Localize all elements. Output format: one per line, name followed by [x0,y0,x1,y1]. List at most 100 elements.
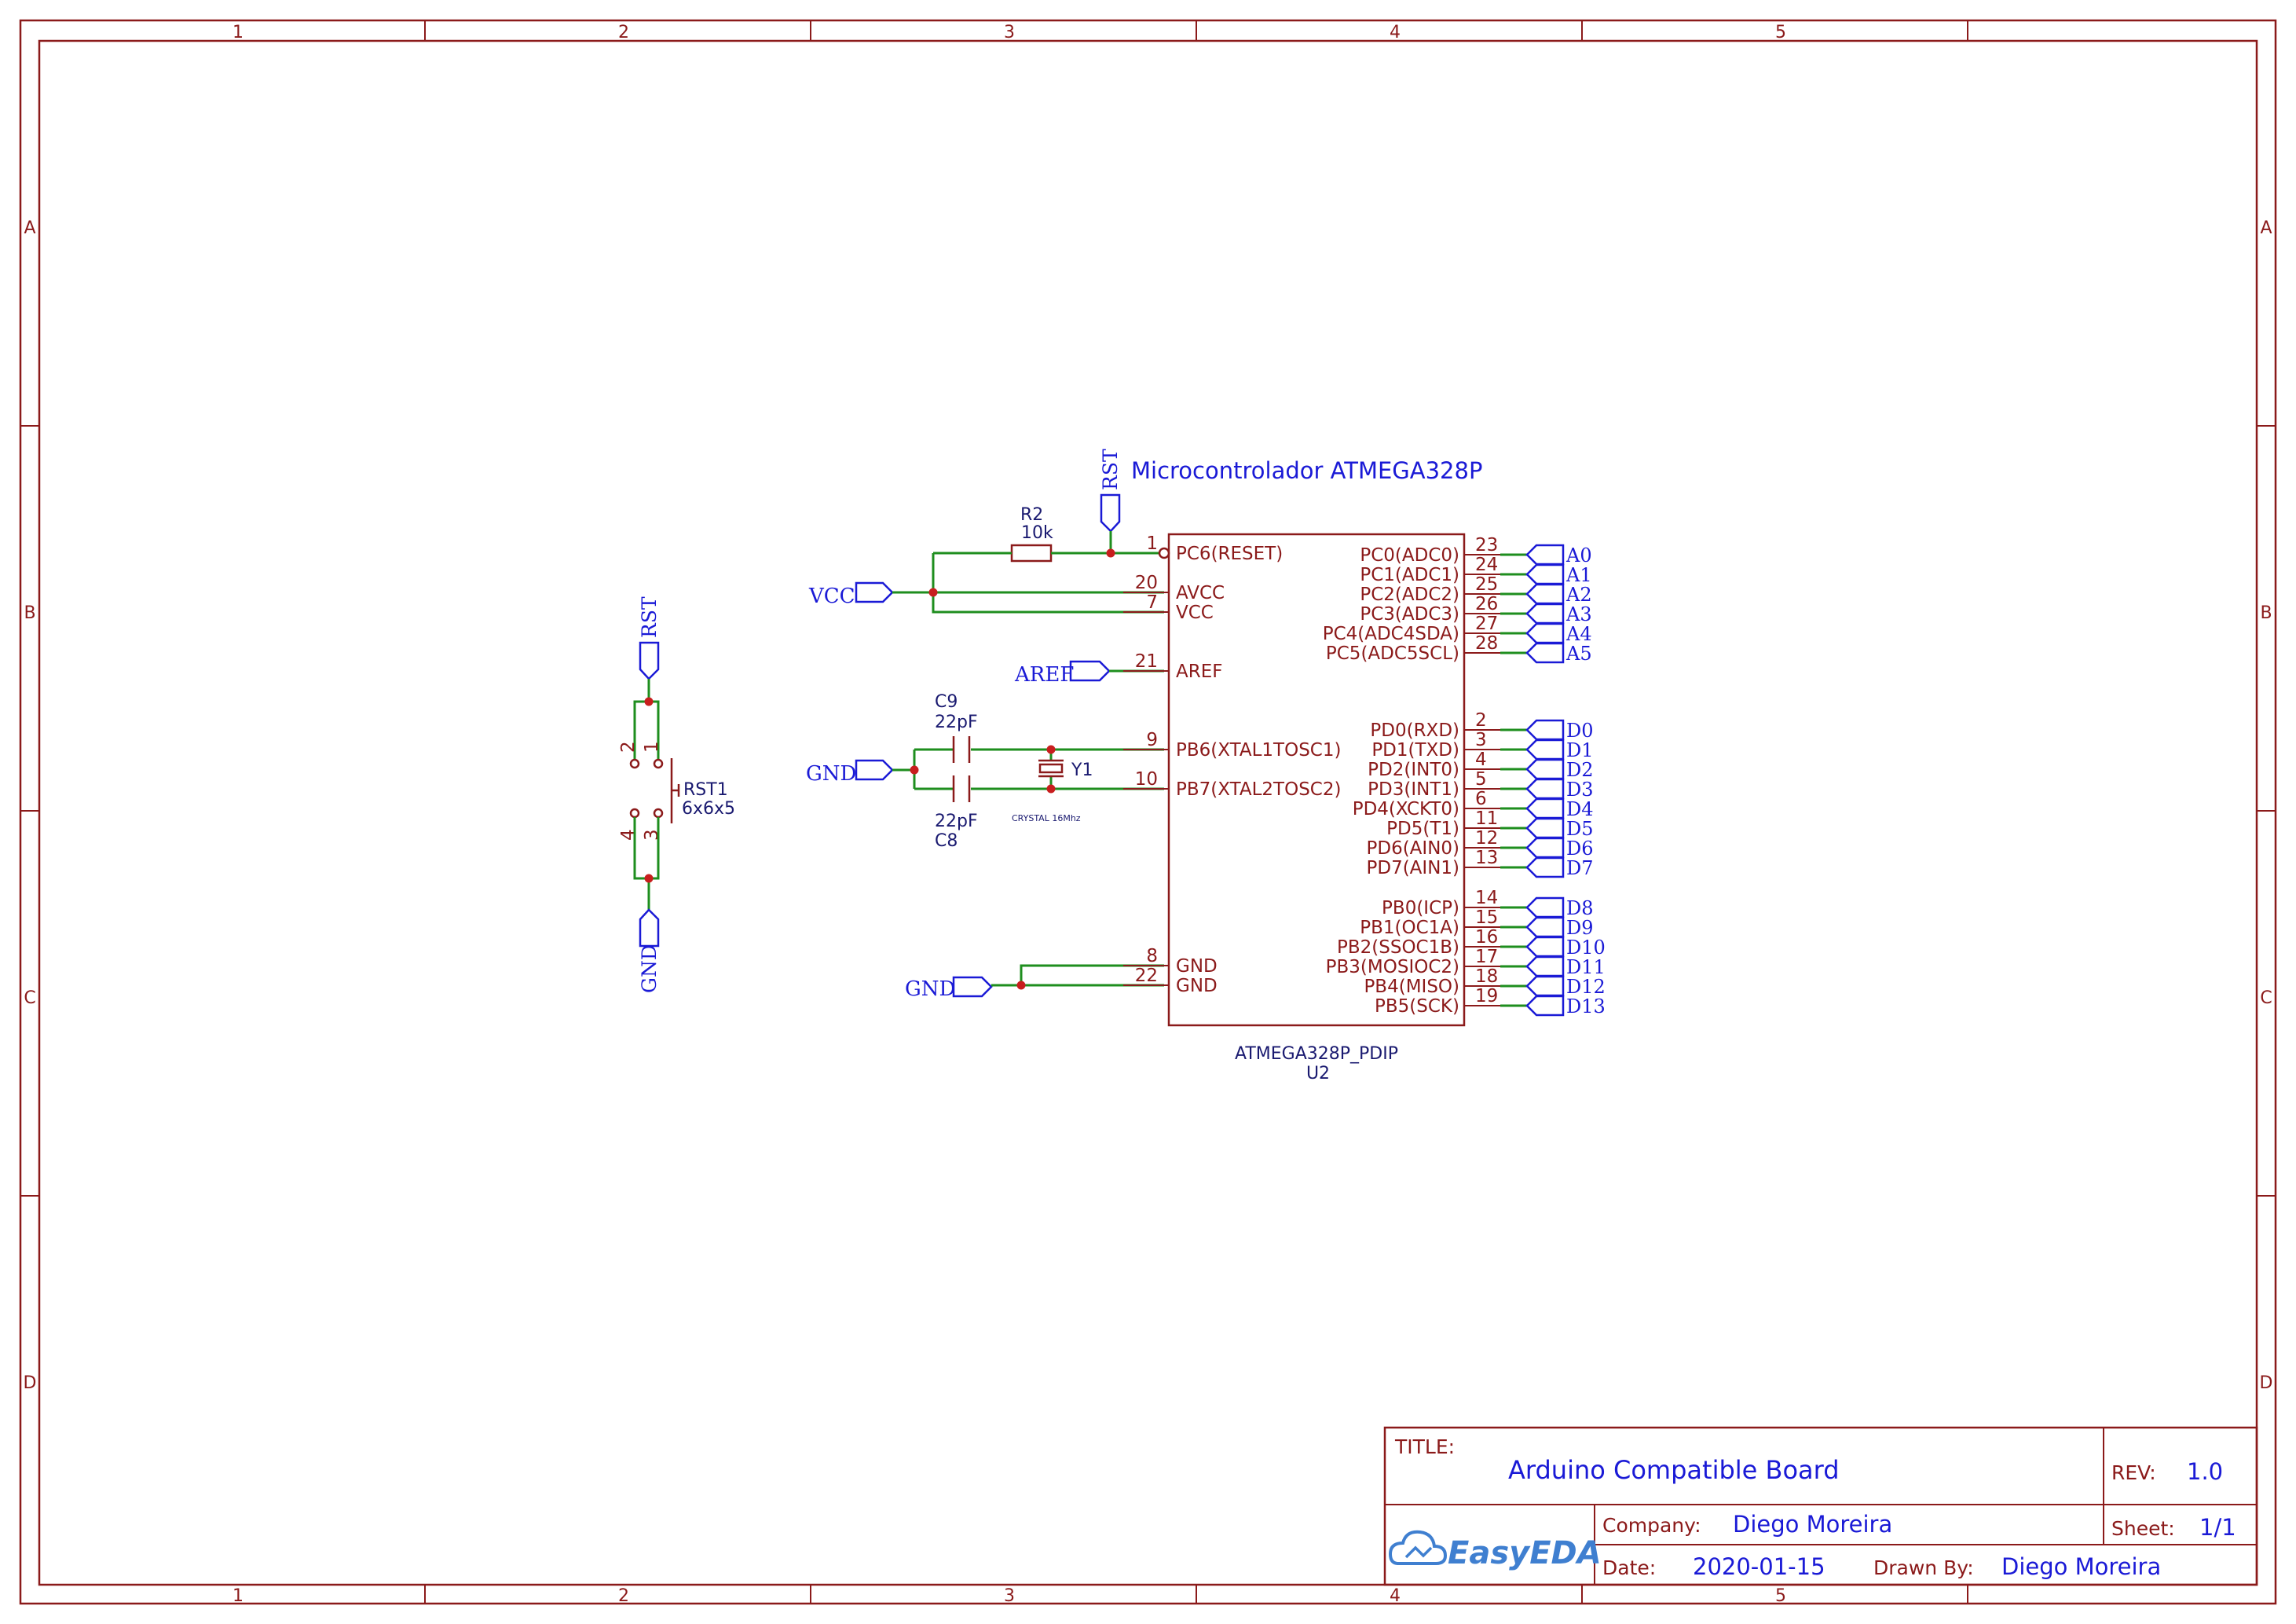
net-label: D1 [1566,739,1594,761]
pin-number: 28 [1475,633,1498,654]
sheet-value: 1/1 [2199,1514,2236,1541]
net-label: D7 [1566,857,1594,879]
pin-number: 4 [1475,750,1487,770]
row-label-left: A [24,218,35,238]
pin-name: PB7(XTAL2TOSC2) [1176,779,1341,800]
col-label-top: 4 [1390,23,1401,42]
pin-number: 6 [1475,789,1487,809]
company-value: Diego Moreira [1733,1511,1892,1538]
pin-name: GND [1176,956,1218,977]
pin-number: 5 [1475,769,1487,790]
col-label-bottom: 5 [1775,1586,1786,1606]
net-label: A3 [1565,603,1592,625]
pin-number: 24 [1475,555,1498,575]
net-flag [1525,856,1565,878]
pin-name: PD7(AIN1) [1366,858,1459,878]
switch-pin-1: 1 [642,741,662,753]
pin-name: PC2(ADC2) [1360,585,1459,605]
net-flag [1525,719,1565,741]
pin-number: 16 [1475,927,1498,948]
net-label-rst-switch: RST [638,596,661,638]
net-label: D5 [1566,818,1594,840]
pin-number: 20 [1135,573,1158,593]
col-label-bottom: 1 [233,1586,244,1606]
pin-name: PC0(ADC0) [1360,545,1459,566]
net-flag-gnd-switch: GND [638,908,661,993]
pin-name: PC1(ADC1) [1360,565,1459,585]
net-label: A4 [1565,623,1592,645]
cap-bottom-value: 22pF [935,812,978,831]
company-label: Company: [1602,1514,1701,1537]
net-flag [1525,936,1565,958]
title-label: TITLE: [1394,1435,1455,1458]
col-label-top: 1 [233,23,244,42]
col-label-bottom: 3 [1004,1586,1015,1606]
mcu-part-name: ATMEGA328P_PDIP [1235,1044,1398,1064]
net-flag [1525,622,1565,644]
net-flag-rst-mcu: RST [1099,449,1122,533]
net-label: D10 [1566,937,1606,959]
pin-name: PC3(ADC3) [1360,604,1459,625]
junction [1106,548,1115,558]
drawing-title: Arduino Compatible Board [1508,1455,1840,1485]
mcu-designator: U2 [1306,1064,1330,1083]
net-label: A2 [1565,584,1592,606]
pin-number: 27 [1475,614,1498,634]
cap-top-designator: C9 [935,692,958,712]
net-flag-rst-switch: RST [638,596,661,680]
pin-name: PD0(RXD) [1370,720,1459,741]
switch-value: 6x6x5 [682,799,735,819]
title-block: TITLE: Arduino Compatible Board REV: 1.0… [1383,1426,2258,1586]
net-label: D12 [1566,976,1606,998]
reset-switch-circuit: RST 2 1 4 3 RST1 6x6x5 GND [618,596,735,993]
pin-name: PB2(SSOC1B) [1337,937,1459,958]
drawn-by-value: Diego Moreira [2001,1553,2161,1580]
pin-number: 14 [1475,888,1498,908]
row-label-right: D [2260,1373,2273,1393]
reset-inversion-bubble [1158,547,1170,559]
resistor-value: 10k [1021,523,1053,543]
resistor-body [1010,544,1053,563]
oscillator-circuit: GND C9 22pF 22pF C8 Y1 CRYSTAL 16Mhz [806,692,1164,851]
junction [1046,784,1056,794]
logo-text: EasyEDA [1448,1535,1602,1571]
net-label-gnd-mcu: GND [905,977,955,1001]
reset-power-circuit: RST Microcontrolador ATMEGA328P R2 10k V… [808,449,1482,687]
net-flag [1525,642,1565,664]
net-flag [1525,797,1565,819]
net-label: A0 [1565,544,1592,566]
pin-name: PB6(XTAL1TOSC1) [1176,740,1341,761]
net-flag [1525,563,1565,585]
pin-number: 23 [1475,535,1498,555]
junction [910,765,919,775]
junction [1046,745,1056,754]
net-label: D11 [1566,956,1606,978]
net-label-rst-mcu: RST [1099,449,1122,490]
net-flag [1525,778,1565,800]
pin-name: PB3(MOSIOC2) [1326,957,1459,977]
crystal-designator: Y1 [1071,761,1093,780]
pin-number: 17 [1475,947,1498,967]
net-flag-gnd-mcu: GND [905,976,993,1001]
pin-number: 8 [1146,946,1158,966]
net-label: D0 [1566,720,1594,742]
pin-name: PB1(OC1A) [1360,918,1459,938]
net-flag [1525,817,1565,839]
net-flag [1525,975,1565,997]
pin-name: PD5(T1) [1386,819,1459,839]
net-flag [1525,837,1565,859]
pin-name: PB0(ICP) [1382,898,1459,918]
rev-value: 1.0 [2187,1458,2223,1485]
net-label: D6 [1566,838,1594,860]
junction [928,588,938,597]
net-label: D8 [1566,897,1594,919]
net-label: A5 [1565,643,1592,665]
resistor-designator: R2 [1020,505,1043,525]
pin-number: 10 [1135,769,1158,790]
pin-name: AVCC [1176,583,1225,603]
junction [644,697,654,706]
net-label: D13 [1566,995,1606,1017]
net-flag [1525,544,1565,566]
